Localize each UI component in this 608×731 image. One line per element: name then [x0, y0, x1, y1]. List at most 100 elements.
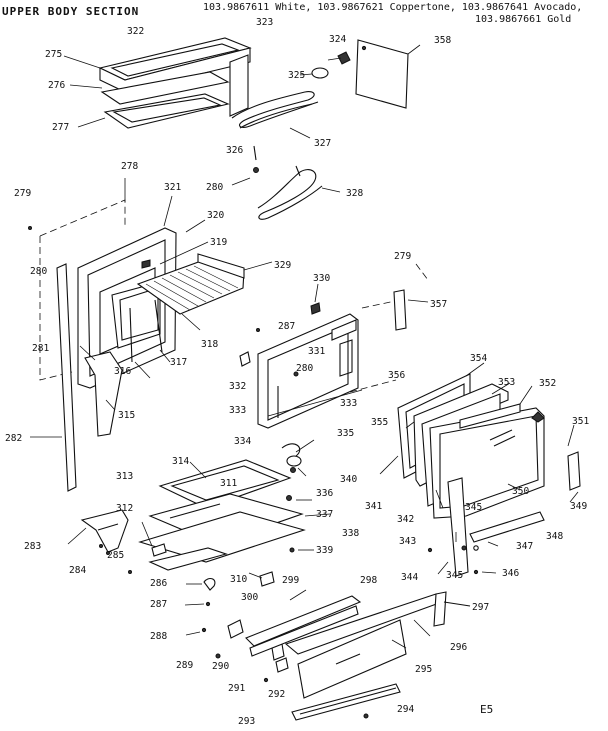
- part-label: 279: [394, 251, 411, 262]
- part-label: 320: [207, 210, 224, 221]
- part-label: 343: [399, 536, 416, 547]
- part-label: 287: [150, 599, 167, 610]
- part-label: 300: [241, 592, 258, 603]
- part-label: 277: [52, 122, 69, 133]
- part-label: 310: [230, 574, 247, 585]
- part-label: 280: [206, 182, 223, 193]
- part-label: 292: [268, 689, 285, 700]
- part-label: 282: [5, 433, 22, 444]
- part-label: 321: [164, 182, 181, 193]
- part-label: 340: [340, 474, 357, 485]
- part-label: 286: [150, 578, 167, 589]
- model-numbers-line-1: 103.9867611 White, 103.9867621 Copperton…: [203, 2, 583, 13]
- part-label: 283: [24, 541, 41, 552]
- door-glass-stack: [379, 373, 581, 577]
- part-label: 342: [397, 514, 414, 525]
- part-label: 352: [539, 378, 556, 389]
- clips-group: [299, 51, 351, 79]
- part-label: 356: [388, 370, 405, 381]
- part-label: 323: [256, 17, 273, 28]
- part-label: 287: [278, 321, 295, 332]
- model-numbers-line-2: 103.9867661 Gold: [475, 14, 572, 25]
- leader-lines-left: [105, 195, 273, 411]
- part-label: 295: [415, 664, 432, 675]
- left-bracket-group: [67, 509, 167, 574]
- top-frame-group: [63, 37, 252, 129]
- part-label: 327: [314, 138, 331, 149]
- part-label: 291: [228, 683, 245, 694]
- part-label: 322: [127, 26, 144, 37]
- part-label: 319: [210, 237, 227, 248]
- part-label: 296: [450, 642, 467, 653]
- part-label: 293: [238, 716, 255, 727]
- part-label: 275: [45, 49, 62, 60]
- part-label: 354: [470, 353, 487, 364]
- part-label: 298: [360, 575, 377, 586]
- oven-liner-321: [77, 227, 245, 437]
- part-label: 281: [32, 343, 49, 354]
- part-label: 335: [337, 428, 354, 439]
- leader-lines-right: [405, 362, 579, 575]
- page-code: E5: [480, 703, 494, 716]
- part-label: 278: [121, 161, 138, 172]
- part-label: 346: [502, 568, 519, 579]
- part-label: 317: [170, 357, 187, 368]
- part-label: 351: [572, 416, 589, 427]
- door-frame-group: [239, 263, 429, 429]
- part-label: 344: [401, 572, 418, 583]
- hardware-group: [184, 577, 289, 683]
- part-label: 333: [340, 398, 357, 409]
- part-label: 348: [546, 531, 563, 542]
- part-label: 318: [201, 339, 218, 350]
- part-label: 311: [220, 478, 237, 489]
- part-label: 324: [329, 34, 346, 45]
- part-label: 329: [274, 260, 291, 271]
- part-label: 332: [229, 381, 246, 392]
- part-label: 353: [498, 377, 515, 388]
- part-label: 333: [229, 405, 246, 416]
- part-label: 358: [434, 35, 451, 46]
- part-label: 276: [48, 80, 65, 91]
- broil-element-327: [231, 91, 319, 139]
- part-label: 314: [172, 456, 189, 467]
- part-label: 337: [316, 509, 333, 520]
- part-label: 284: [69, 565, 86, 576]
- part-label: 355: [371, 417, 388, 428]
- right-strip-357: [393, 289, 429, 331]
- part-label: 336: [316, 488, 333, 499]
- part-label: 297: [472, 602, 489, 613]
- bake-element-328: [231, 145, 341, 220]
- bottom-panel-group: [138, 439, 331, 587]
- part-label: 345: [446, 570, 463, 581]
- part-label: 334: [234, 436, 251, 447]
- part-label: 357: [430, 299, 447, 310]
- part-label: 325: [288, 70, 305, 81]
- part-label: 341: [365, 501, 382, 512]
- part-label: 279: [14, 188, 31, 199]
- callout-labels: 322 323 324 358 275 276 325 277 327 326 …: [5, 17, 589, 727]
- oven-side-panel-278: [28, 178, 126, 381]
- part-label: 326: [226, 145, 243, 156]
- part-label: 315: [118, 410, 135, 421]
- section-title: UPPER BODY SECTION: [2, 5, 140, 18]
- part-label: 349: [570, 501, 587, 512]
- part-label: 347: [516, 541, 533, 552]
- part-label: 290: [212, 661, 229, 672]
- part-label: 288: [150, 631, 167, 642]
- part-label: 328: [346, 188, 363, 199]
- part-label: 316: [114, 366, 131, 377]
- part-label: 280: [296, 363, 313, 374]
- part-label: 331: [308, 346, 325, 357]
- oven-rack-hatch: [145, 265, 239, 311]
- part-label: 312: [116, 503, 133, 514]
- part-label: 299: [282, 575, 299, 586]
- part-label: 313: [116, 471, 133, 482]
- rear-panel-358: [355, 39, 421, 109]
- part-label: 345: [465, 502, 482, 513]
- part-label: 339: [316, 545, 333, 556]
- trim-strip-282: [30, 263, 77, 492]
- part-label: 285: [107, 550, 124, 561]
- part-label: 350: [512, 486, 529, 497]
- part-label: 289: [176, 660, 193, 671]
